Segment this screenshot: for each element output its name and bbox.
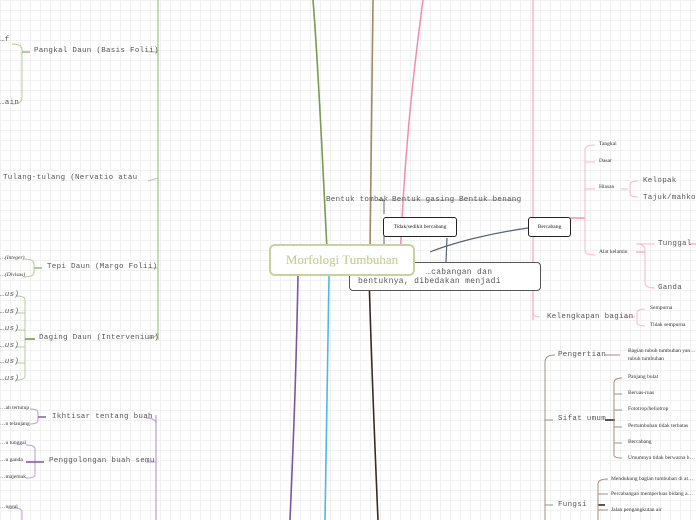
- pangkal-child-1[interactable]: …f: [0, 36, 10, 44]
- part-alat-kelamin[interactable]: Alat kelamin: [599, 249, 628, 255]
- fungsi-jalan-pengangkutan[interactable]: Jalan pengangkutan air: [611, 507, 662, 513]
- node-daging-daun[interactable]: Daging Daun (Intervenium): [39, 334, 160, 342]
- node-kelengkapan-bagian[interactable]: Kelengkapan bagian: [547, 313, 634, 321]
- node-tidak-bercabang[interactable]: Tidak/sedikit bercabang: [383, 217, 457, 237]
- daging-child-5[interactable]: …us): [0, 358, 20, 366]
- shape-bentuk-benang[interactable]: Bentuk benang: [459, 196, 522, 204]
- sifat-bercabang[interactable]: Bercabang: [628, 439, 652, 445]
- daging-child-4[interactable]: …us): [0, 342, 20, 350]
- sifat-beruas-ruas[interactable]: Beruas-ruas: [628, 390, 655, 396]
- daging-child-3[interactable]: …us): [0, 325, 20, 333]
- node-ikhtisar-buah[interactable]: Ikhtisar tentang buah: [52, 413, 153, 421]
- pengertian-value-1[interactable]: Bagian tubuh tumbuhan yan…: [628, 348, 696, 354]
- node-tulang-daun[interactable]: Tulang-tulang (Nervatio atau: [3, 174, 138, 182]
- kelamin-ganda[interactable]: Ganda: [658, 284, 683, 292]
- kelamin-tunggal[interactable]: Tunggal: [658, 240, 692, 248]
- fungsi-mendukung[interactable]: Mendukung bagian tumbuhan di at…: [611, 476, 694, 482]
- hiasan-tajuk-mahkota[interactable]: Tajuk/mahkota: [643, 194, 696, 202]
- node-bercabang[interactable]: Bercabang: [528, 217, 571, 237]
- node-pengertian[interactable]: Pengertian: [558, 351, 607, 359]
- semu-child-3[interactable]: …majemuk: [0, 474, 26, 480]
- sifat-panjang-bulat[interactable]: Panjang bulat: [628, 374, 659, 380]
- extra-child-1[interactable]: …nggal: [0, 504, 18, 510]
- pangkal-child-2[interactable]: …ain: [0, 99, 20, 107]
- daging-child-1[interactable]: …us): [0, 291, 20, 299]
- ikhtisar-child-2[interactable]: …n telanjang: [0, 421, 30, 427]
- tepi-child-1[interactable]: …(Integer): [0, 255, 25, 261]
- node-sifat-umum[interactable]: Sifat umum: [558, 415, 607, 423]
- fungsi-percabangan[interactable]: Percabangan memperluas bidang a…: [611, 491, 694, 497]
- daging-child-2[interactable]: …us): [0, 308, 20, 316]
- root-node-morfologi-tumbuhan[interactable]: Morfologi Tumbuhan: [269, 244, 415, 276]
- pengertian-value-2[interactable]: tubuh tumbuhan: [628, 356, 664, 362]
- semu-child-1[interactable]: …u tunggal: [0, 440, 27, 446]
- hiasan-kelopak[interactable]: Kelopak: [643, 177, 677, 185]
- kelengkapan-tidak-sempurna[interactable]: Tidak sempurna: [650, 322, 686, 328]
- node-fungsi[interactable]: Fungsi: [558, 501, 587, 509]
- shape-bentuk-tombak[interactable]: Bentuk tombak: [326, 196, 389, 204]
- node-pangkal-daun[interactable]: Pangkal Daun (Basis Folii): [34, 47, 159, 55]
- part-dasar[interactable]: Dasar: [599, 158, 612, 164]
- sifat-fototrop[interactable]: Fototrop/heliotrop: [628, 406, 669, 412]
- note-line-1: …cabangan dan: [426, 268, 493, 277]
- daging-child-6[interactable]: …us): [0, 375, 20, 383]
- shape-bentuk-gasing[interactable]: Bentuk gasing: [392, 196, 455, 204]
- note-line-2: bentuknya, dibedakan menjadi: [358, 277, 501, 286]
- ikhtisar-child-1[interactable]: …ah tertutup: [0, 405, 30, 411]
- kelengkapan-sempurna[interactable]: Sempurna: [650, 305, 673, 311]
- sifat-tidak-berwarna[interactable]: Umumnya tidak berwarna h…: [628, 455, 696, 461]
- node-tepi-daun[interactable]: Tepi Daun (Margo Folii): [47, 263, 158, 271]
- tepi-child-2[interactable]: …(Divisus): [0, 272, 26, 278]
- sifat-pertumbuhan[interactable]: Pertumbuhan tidak terbatas: [628, 423, 689, 429]
- node-penggolongan-buah-semu[interactable]: Penggolongan buah semu: [49, 457, 155, 465]
- part-hiasan[interactable]: Hiasan: [599, 184, 615, 190]
- semu-child-2[interactable]: …u ganda: [0, 457, 23, 463]
- part-tangkai[interactable]: Tangkai: [599, 141, 617, 147]
